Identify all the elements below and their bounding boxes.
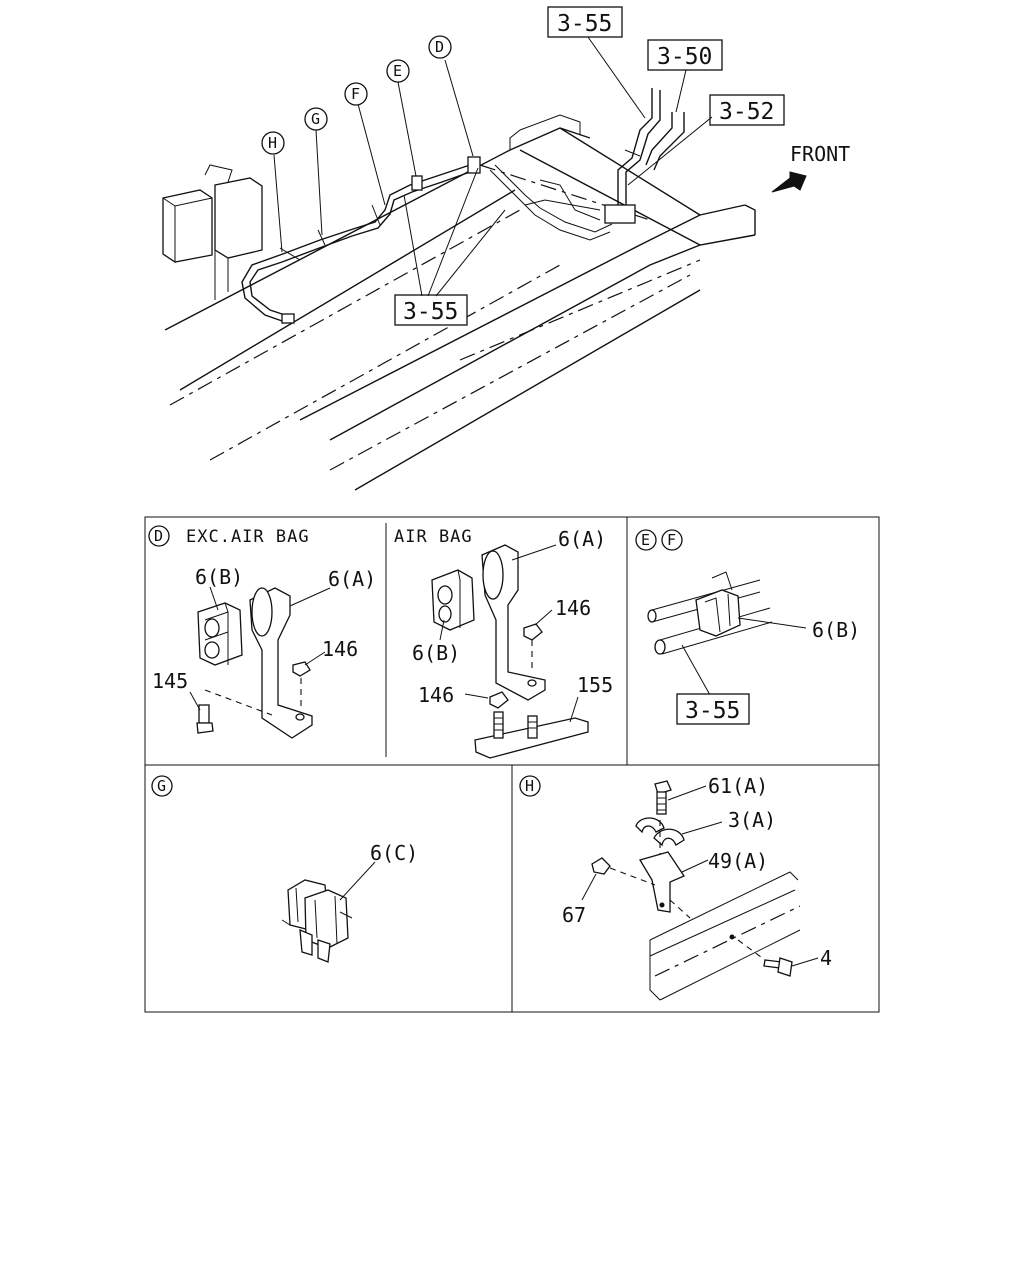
- clip-6c-part: [281, 879, 353, 963]
- frame-rails: [164, 114, 756, 491]
- detail-g-circle: [151, 775, 173, 797]
- label-155: 155: [577, 673, 613, 697]
- label-61a: 61(A): [708, 774, 768, 798]
- label-146-bottom: 146: [418, 683, 454, 707]
- harness-route: [241, 156, 613, 324]
- nut-146-bottom-part: [489, 691, 509, 709]
- plate-155-part: [474, 711, 589, 759]
- detail-air-bag-title: AIR BAG: [394, 527, 473, 547]
- detail-g-circle-label: G: [157, 777, 166, 795]
- pipes-with-clip-6b: [647, 571, 773, 655]
- detail-grid: [144, 516, 880, 1013]
- clip-6b-airbag-part: [431, 569, 475, 631]
- label-6c: 6(C): [370, 841, 418, 865]
- bracket-6a-part: [249, 587, 313, 739]
- label-146-top: 146: [555, 596, 591, 620]
- bracket-49a-part: [639, 851, 685, 913]
- label-6b-ef: 6(B): [812, 618, 860, 642]
- detail-h-circle-label: H: [525, 777, 534, 795]
- ref-box-3-55-top: [547, 6, 623, 38]
- ref-box-3-50: [647, 39, 723, 71]
- detail-g: G 6(C): [151, 775, 418, 963]
- label-4: 4: [820, 946, 832, 970]
- ref-3-55-bottom: 3-55: [403, 299, 458, 325]
- callout-g-label: G: [311, 110, 320, 128]
- label-3a: 3(A): [728, 808, 776, 832]
- detail-e-circle-label: E: [641, 531, 650, 549]
- detail-d-exc-air-bag: D EXC.AIR BAG 6(B) 6(A) 146: [148, 525, 376, 739]
- front-label: FRONT: [790, 142, 850, 166]
- label-6a-airbag: 6(A): [558, 527, 606, 551]
- label-146: 146: [322, 637, 358, 661]
- callout-g-circle: [304, 107, 328, 131]
- detail-e-f: E F 6(B) 3-55: [635, 529, 860, 725]
- clamp-3a-top-part: [635, 817, 665, 834]
- label-67: 67: [562, 903, 586, 927]
- left-equipment: [162, 164, 263, 300]
- detail-f-circle-label: F: [667, 531, 676, 549]
- detail-d-circle-label: D: [154, 527, 163, 545]
- ref-3-55-top: 3-55: [557, 11, 612, 37]
- frame-rail-section: [649, 871, 801, 1001]
- ref-3-50: 3-50: [657, 44, 712, 70]
- callout-e-label: E: [393, 62, 402, 80]
- nut-146-top-part: [523, 623, 543, 641]
- detail-f-circle: [661, 529, 683, 551]
- callout-e-circle: [386, 59, 410, 83]
- bracket-6a-airbag-part: [481, 544, 546, 701]
- upper-pipes: [604, 88, 685, 224]
- detail-d-circle: [148, 525, 170, 547]
- label-145: 145: [152, 669, 188, 693]
- nut-67-part: [591, 857, 611, 875]
- detail-h: H 6: [519, 774, 832, 1001]
- callout-h-label: H: [268, 134, 277, 152]
- clip-6b-part: [197, 602, 243, 666]
- bolt-4-part: [763, 957, 793, 977]
- ref-box-3-52: [709, 94, 785, 126]
- ref-box-3-55-bottom: [394, 294, 468, 326]
- main-assembly-view: FRONT 3-55 3-50 3-52 3-55 D E F: [162, 6, 850, 491]
- label-6a: 6(A): [328, 567, 376, 591]
- detail-h-circle: [519, 775, 541, 797]
- bolt-61a-part: [654, 780, 672, 815]
- callout-f-label: F: [351, 85, 360, 103]
- ref-box-3-55-ef: [676, 693, 750, 725]
- callout-f-circle: [344, 82, 368, 106]
- label-6b: 6(B): [195, 565, 243, 589]
- ref-3-55-ef: 3-55: [685, 698, 740, 724]
- clamp-3a-bottom-part: [653, 828, 685, 847]
- detail-d-air-bag: AIR BAG 6(A) 146 6(B) 146 155: [394, 527, 613, 759]
- callout-d-circle: [428, 35, 452, 59]
- callout-d-label: D: [435, 38, 444, 56]
- ref-3-52: 3-52: [719, 99, 774, 125]
- bolt-145-part: [196, 704, 214, 734]
- main-leader-lines: [273, 36, 713, 297]
- callout-h-circle: [261, 131, 285, 155]
- detail-d-exc-title: EXC.AIR BAG: [186, 527, 310, 547]
- detail-e-circle: [635, 529, 657, 551]
- label-49a: 49(A): [708, 849, 768, 873]
- label-6b-airbag: 6(B): [412, 641, 460, 665]
- nut-146-part: [292, 661, 311, 677]
- front-arrow-icon: [771, 171, 807, 193]
